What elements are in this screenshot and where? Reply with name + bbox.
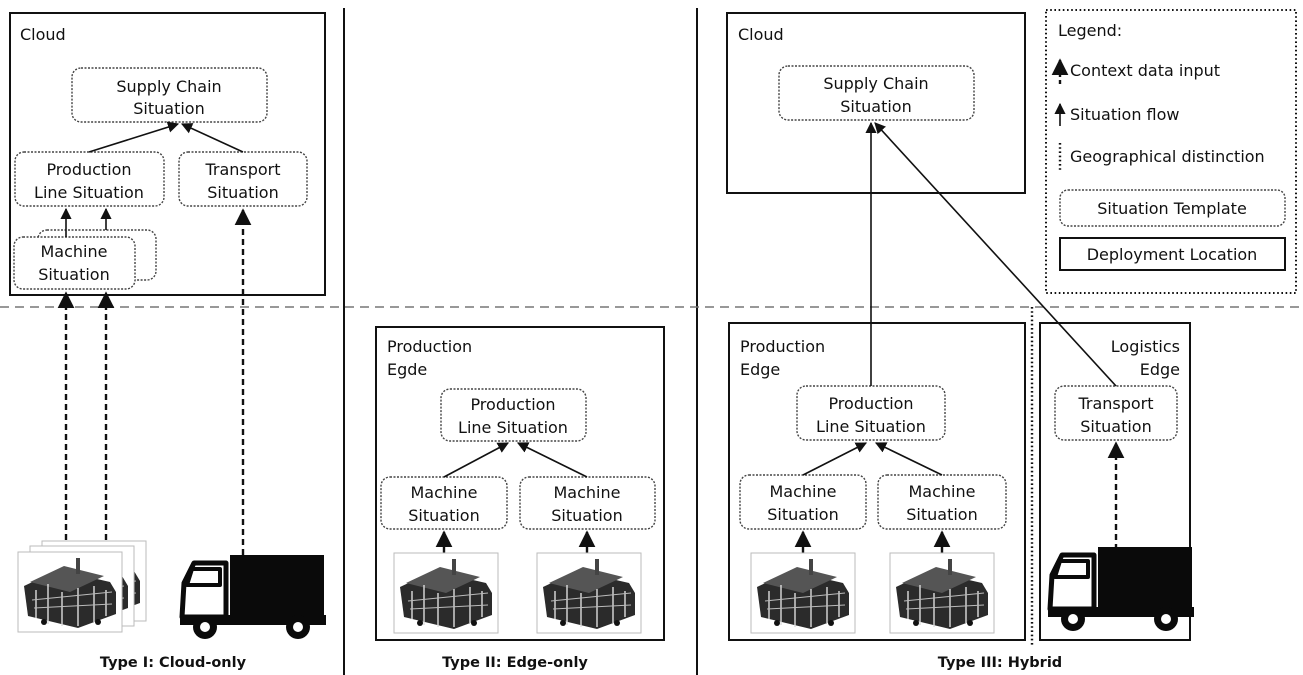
type2-production-line-line2: Line Situation <box>458 418 568 437</box>
type1-cloud-label: Cloud <box>20 25 66 44</box>
type1-production-line-situation <box>14 151 165 207</box>
type3-transport-situation <box>1054 385 1178 441</box>
type1-production-line-line1: Production <box>46 160 131 179</box>
type2-machine-situation-b <box>519 476 656 530</box>
type3-supply-chain-line2: Situation <box>840 97 911 116</box>
type2-flow-machine-a-to-production <box>443 442 509 478</box>
type1-transport-situation <box>178 151 308 207</box>
type3-caption: Type III: Hybrid <box>938 655 1062 671</box>
type3-flow-transport-to-supply <box>874 122 1117 387</box>
type1-machine-line2: Situation <box>38 265 109 284</box>
type2-machine-b-line2: Situation <box>551 506 622 525</box>
type2-production-line-line1: Production <box>470 395 555 414</box>
type1-flow-transport-to-supply <box>180 123 244 153</box>
type1-supply-chain-line1: Supply Chain <box>116 77 221 96</box>
type3-flow-machine-b-to-production <box>874 442 943 476</box>
type3-machine-image-b <box>889 552 995 634</box>
legend-context-label: Context data input <box>1070 61 1220 80</box>
type3-production-location-line1: Production <box>740 337 825 356</box>
type3-supply-chain-situation <box>778 65 975 121</box>
type3-production-line-line2: Line Situation <box>816 417 926 436</box>
type3-production-line-line1: Production <box>828 394 913 413</box>
type1-transport-line2: Situation <box>207 183 278 202</box>
type3-machine-b-line2: Situation <box>906 505 977 524</box>
type3-machine-image-a <box>750 552 856 634</box>
type3-machine-a-line1: Machine <box>770 482 837 501</box>
type1-machine-line1: Machine <box>41 242 108 261</box>
type3-transport-line2: Situation <box>1080 417 1151 436</box>
type3-machine-b-line1: Machine <box>909 482 976 501</box>
type2-machine-image-a <box>393 552 499 634</box>
type3-logistics-location-line2: Edge <box>1140 360 1180 379</box>
type3-flow-machine-a-to-production <box>802 442 867 476</box>
type1-machine-situation <box>13 236 136 290</box>
type1-supply-chain-line2: Situation <box>133 99 204 118</box>
type2-caption: Type II: Edge-only <box>442 655 588 671</box>
type3-machine-situation-b <box>877 474 1007 530</box>
type3-logistics-location-line1: Logistics <box>1111 337 1180 356</box>
type3-transport-line1: Transport <box>1077 394 1153 413</box>
type1-truck-image <box>180 555 326 639</box>
legend-deployment-location-label: Deployment Location <box>1087 245 1258 264</box>
type2-machine-b-line1: Machine <box>554 483 621 502</box>
type3-production-location-line2: Edge <box>740 360 780 379</box>
type1-flow-production-to-supply <box>88 121 180 153</box>
type1-caption: Type I: Cloud-only <box>100 655 247 671</box>
type2-flow-machine-b-to-production <box>516 442 588 478</box>
type2-production-line-situation <box>440 388 587 442</box>
type1-machine-image <box>17 551 123 633</box>
type3-machine-a-line2: Situation <box>767 505 838 524</box>
type1-production-line-line2: Line Situation <box>34 183 144 202</box>
type2-location-line2: Egde <box>387 360 427 379</box>
type2-machine-image-b <box>536 552 642 634</box>
legend-deployment-location-box <box>1059 237 1286 271</box>
legend-situation-template-label: Situation Template <box>1097 199 1247 218</box>
legend-title: Legend: <box>1058 21 1122 40</box>
type3-cloud-label: Cloud <box>738 25 784 44</box>
legend-geo-label: Geographical distinction <box>1070 147 1265 166</box>
type2-machine-a-line1: Machine <box>411 483 478 502</box>
legend-flow-label: Situation flow <box>1070 105 1180 124</box>
type3-supply-chain-line1: Supply Chain <box>823 74 928 93</box>
type1-transport-line1: Transport <box>204 160 280 179</box>
legend-situation-template-box <box>1059 189 1286 227</box>
type2-location-line1: Production <box>387 337 472 356</box>
type2-machine-a-line2: Situation <box>408 506 479 525</box>
